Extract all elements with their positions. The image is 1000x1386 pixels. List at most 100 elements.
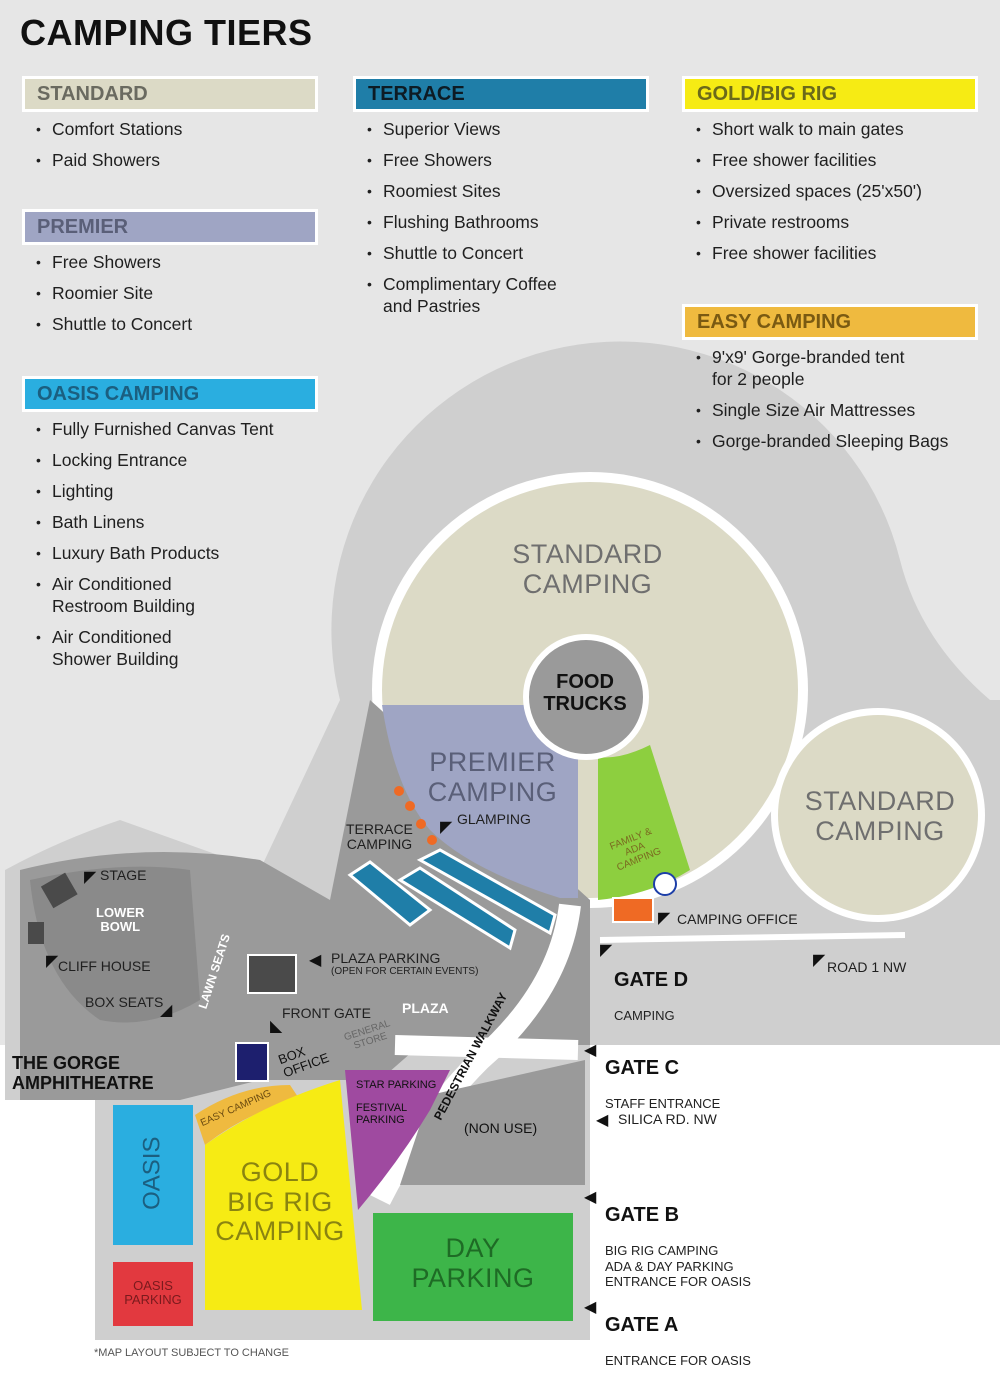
- tier-item: 9'x9' Gorge-branded tent for 2 people: [682, 346, 978, 390]
- gate-a-arrow-icon: ◀: [584, 1299, 597, 1316]
- road-1nw-label: ROAD 1 NW: [827, 959, 907, 975]
- premier-wedge: [382, 705, 578, 898]
- standard-camping-east-area: [778, 715, 978, 915]
- tier-item: Free Showers: [353, 149, 649, 171]
- silica-rd-label: SILICA RD. NW: [618, 1111, 717, 1127]
- gold-big-rig-lot: [205, 1080, 362, 1310]
- family-ada-wedge: [598, 745, 690, 900]
- non-use-label: (NON USE): [464, 1120, 538, 1136]
- food-trucks-circle: [523, 634, 649, 760]
- glamping-arrow-icon: ◤: [440, 819, 453, 836]
- day-parking-lot: [373, 1213, 573, 1321]
- tier-item: Roomier Site: [22, 282, 318, 304]
- map-footnote: *MAP LAYOUT SUBJECT TO CHANGE: [94, 1347, 289, 1359]
- tier-item: Free shower facilities: [682, 149, 978, 171]
- festival-parking-label: FESTIVAL PARKING: [356, 1102, 408, 1127]
- gate-b-name: GATE B: [605, 1203, 680, 1226]
- terrace-camping-label: TERRACE CAMPING: [346, 821, 413, 853]
- tier-item: Shuttle to Concert: [22, 313, 318, 335]
- cliff-house-arrow-icon: ◤: [46, 953, 59, 970]
- glamping-label: GLAMPING: [457, 811, 531, 827]
- tier-item: Lighting: [22, 480, 318, 502]
- tier-item: Air Conditioned Restroom Building: [22, 573, 318, 617]
- gate-b: GATE B BIG RIG CAMPING ADA & DAY PARKING…: [605, 1186, 751, 1308]
- tier-item: Single Size Air Mattresses: [682, 399, 978, 421]
- tier-item: Shuttle to Concert: [353, 242, 649, 264]
- plaza-parking-label: PLAZA PARKING: [331, 950, 441, 966]
- tier-item: Bath Linens: [22, 511, 318, 533]
- premier-camping-label: PREMIER CAMPING: [427, 747, 558, 807]
- gate-b-desc: BIG RIG CAMPING ADA & DAY PARKING ENTRAN…: [605, 1243, 751, 1290]
- gorge-amphitheatre-label: THE GORGE AMPHITHEATRE: [12, 1053, 154, 1093]
- ada-icon: [653, 872, 677, 896]
- tier-terrace-header: TERRACE: [353, 76, 649, 112]
- non-use-area: [400, 1060, 585, 1185]
- tier-terrace: TERRACE Superior Views Free Showers Room…: [353, 76, 649, 326]
- front-gate-label: FRONT GATE: [282, 1005, 371, 1021]
- tier-item: Fully Furnished Canvas Tent: [22, 418, 318, 440]
- camping-office: [612, 897, 654, 923]
- tier-item: Locking Entrance: [22, 449, 318, 471]
- plaza-parking-arrow-icon: ◀: [309, 952, 322, 969]
- gate-a-desc: ENTRANCE FOR OASIS: [605, 1353, 751, 1369]
- terrace-sites: [347, 848, 557, 951]
- tier-gold-header: GOLD/BIG RIG: [682, 76, 978, 112]
- tier-item: Air Conditioned Shower Building: [22, 626, 318, 670]
- gate-d-name: GATE D: [614, 968, 689, 991]
- plaza-parking-block: [247, 954, 297, 994]
- camping-office-arrow-icon: ◤: [658, 910, 671, 927]
- oasis-lot: [113, 1105, 193, 1245]
- easy-camping-strip: [195, 1085, 300, 1145]
- tier-item: Free Showers: [22, 251, 318, 273]
- stage-arrow-icon: ◤: [84, 869, 97, 886]
- road-1-nw: [599, 932, 906, 943]
- tier-standard-header: STANDARD: [22, 76, 318, 112]
- tier-oasis-header: OASIS CAMPING: [22, 376, 318, 412]
- standard-camping-label: STANDARD CAMPING: [512, 539, 663, 599]
- gate-c: GATE C STAFF ENTRANCE: [605, 1039, 720, 1129]
- gold-big-rig-label: GOLD BIG RIG CAMPING: [215, 1157, 345, 1247]
- pedestrian-walkway-path: [370, 903, 581, 1205]
- tier-premier: PREMIER Free Showers Roomier Site Shuttl…: [22, 209, 318, 344]
- plaza-label: PLAZA: [402, 1000, 449, 1016]
- tier-premier-header: PREMIER: [22, 209, 318, 245]
- stage-block: [40, 872, 78, 909]
- gate-a: GATE A ENTRANCE FOR OASIS: [605, 1296, 751, 1386]
- gate-d: GATE D CAMPING: [614, 951, 688, 1041]
- plaza-parking-note: (OPEN FOR CERTAIN EVENTS): [331, 966, 479, 977]
- silica-rd-arrow-icon: ◀: [596, 1112, 609, 1129]
- tier-oasis: OASIS CAMPING Fully Furnished Canvas Ten…: [22, 376, 318, 679]
- page-title: CAMPING TIERS: [20, 12, 313, 53]
- tier-item: Private restrooms: [682, 211, 978, 233]
- gate-b-arrow-icon: ◀: [584, 1189, 597, 1206]
- cliff-house-block: [28, 922, 44, 944]
- oasis-label: OASIS: [138, 1136, 166, 1210]
- gate-c-arrow-icon: ◀: [584, 1042, 597, 1059]
- day-parking-label: DAY PARKING: [411, 1233, 535, 1293]
- food-trucks-label: FOOD TRUCKS: [543, 671, 627, 715]
- tier-item: Oversized spaces (25'x50'): [682, 180, 978, 202]
- camping-office-label: CAMPING OFFICE: [677, 911, 798, 927]
- box-office-block: [235, 1042, 269, 1082]
- cliff-house-label: CLIFF HOUSE: [58, 958, 151, 974]
- tier-standard: STANDARD Comfort Stations Paid Showers: [22, 76, 318, 180]
- tier-item: Flushing Bathrooms: [353, 211, 649, 233]
- gate-c-name: GATE C: [605, 1056, 680, 1079]
- star-parking-label: STAR PARKING: [356, 1079, 437, 1091]
- box-seats-label: BOX SEATS: [85, 994, 164, 1010]
- box-seats-arrow-icon: ◢: [160, 1002, 173, 1019]
- road-1nw-arrow-icon: ◤: [813, 952, 826, 969]
- front-gate-arrow-icon: ◣: [270, 1018, 283, 1035]
- festival-parking-lot: [345, 1070, 450, 1210]
- glamping-dots: [394, 786, 437, 845]
- lower-bowl-label: LOWER BOWL: [96, 905, 145, 935]
- oasis-parking-lot: [113, 1262, 193, 1326]
- tier-item: Gorge-branded Sleeping Bags: [682, 430, 978, 452]
- gate-d-desc: CAMPING: [614, 1008, 675, 1024]
- tier-item: Luxury Bath Products: [22, 542, 318, 564]
- gate-c-desc: STAFF ENTRANCE: [605, 1096, 721, 1112]
- tier-easy-header: EASY CAMPING: [682, 304, 978, 340]
- lower-bowl-area: [30, 866, 200, 1023]
- stage-label: STAGE: [100, 867, 147, 883]
